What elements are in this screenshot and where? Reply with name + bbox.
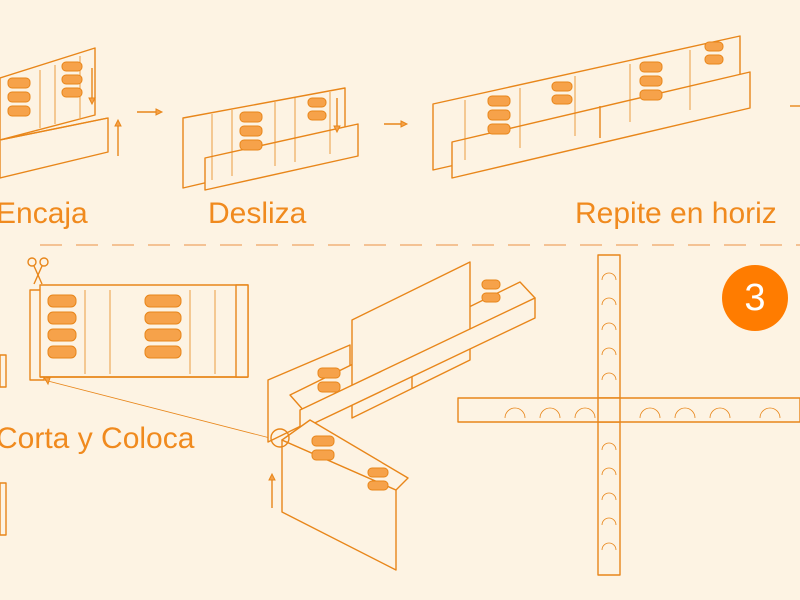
block-encaja xyxy=(0,47,122,179)
arrow-1 xyxy=(137,108,164,116)
label-repite: Repite en horiz xyxy=(575,197,777,230)
block-repite xyxy=(432,35,751,179)
pointer-line xyxy=(43,379,271,439)
step-badge: 3 xyxy=(722,265,788,331)
label-corta: Corta y Coloca xyxy=(0,422,195,455)
connector xyxy=(7,61,83,117)
scissors-icon xyxy=(27,257,49,285)
label-encaja: Encaja xyxy=(0,197,88,230)
arrow-2 xyxy=(384,120,409,128)
block-desliza xyxy=(182,87,359,191)
cross-section xyxy=(457,254,800,576)
block-corner xyxy=(267,261,536,571)
block-cut xyxy=(29,284,249,381)
label-desliza: Desliza xyxy=(208,197,307,230)
